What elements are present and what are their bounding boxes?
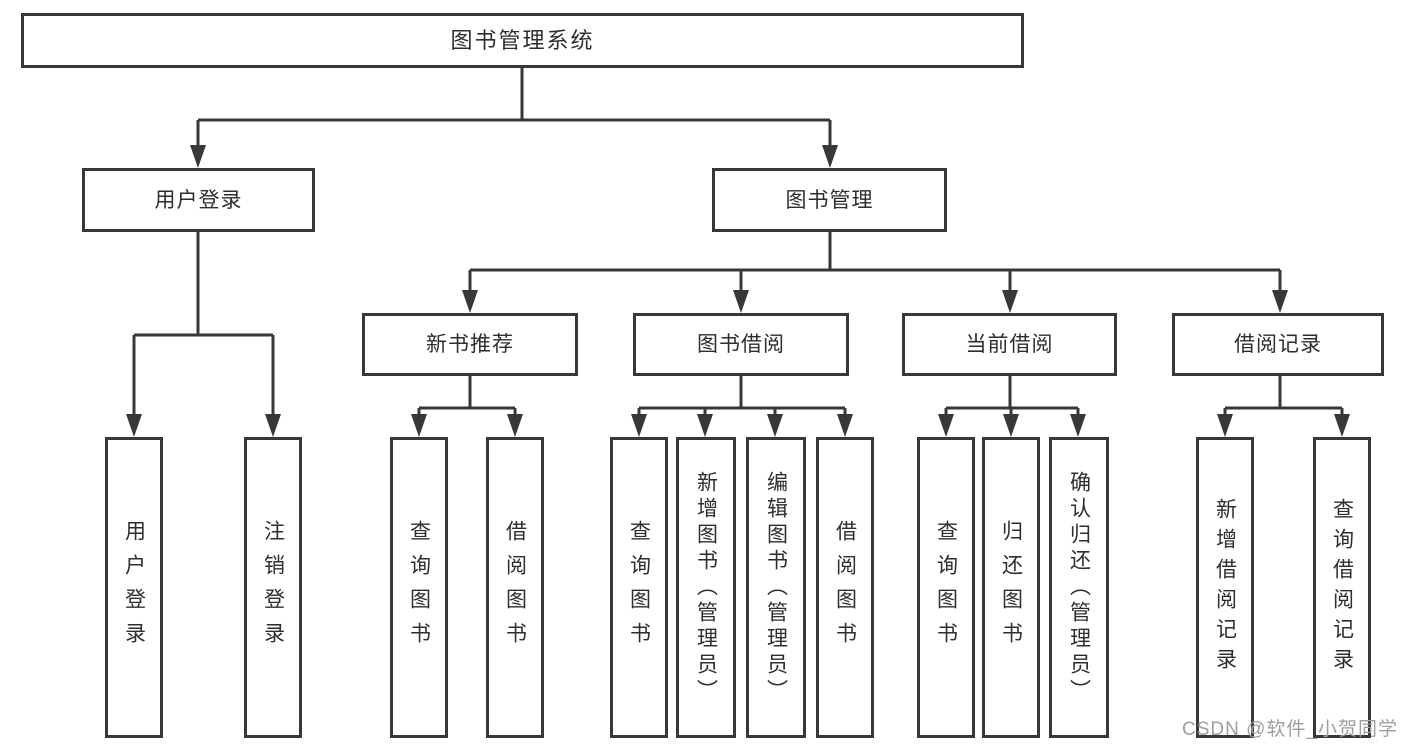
- node-root-system: 图书管理系统: [21, 13, 1024, 68]
- node-new-book-recommend: 新书推荐: [362, 313, 578, 376]
- leaf-query-books-borrowing: 查询图书: [610, 437, 668, 738]
- leaf-query-books-recommend: 查询图书: [390, 437, 448, 738]
- leaf-confirm-return-admin: 确认归还（管理员）: [1049, 437, 1109, 738]
- leaf-query-borrow-record: 查询借阅记录: [1313, 437, 1371, 738]
- node-user-login-module: 用户登录: [82, 168, 315, 232]
- node-book-management-module: 图书管理: [712, 168, 947, 232]
- leaf-add-borrow-record: 新增借阅记录: [1196, 437, 1254, 738]
- leaf-logout: 注销登录: [244, 437, 302, 738]
- leaf-borrow-books-borrowing: 借阅图书: [816, 437, 874, 738]
- leaf-add-books-admin: 新增图书（管理员）: [676, 437, 736, 738]
- leaf-user-login: 用户登录: [105, 437, 163, 738]
- leaf-borrow-books-recommend: 借阅图书: [486, 437, 544, 738]
- csdn-watermark: CSDN @软件_小贺同学: [1182, 719, 1398, 740]
- node-book-borrowing: 图书借阅: [633, 313, 849, 376]
- node-current-borrowing: 当前借阅: [902, 313, 1117, 376]
- leaf-return-books: 归还图书: [982, 437, 1040, 738]
- leaf-edit-books-admin: 编辑图书（管理员）: [746, 437, 806, 738]
- node-borrowing-records: 借阅记录: [1172, 313, 1384, 376]
- leaf-query-books-current: 查询图书: [917, 437, 975, 738]
